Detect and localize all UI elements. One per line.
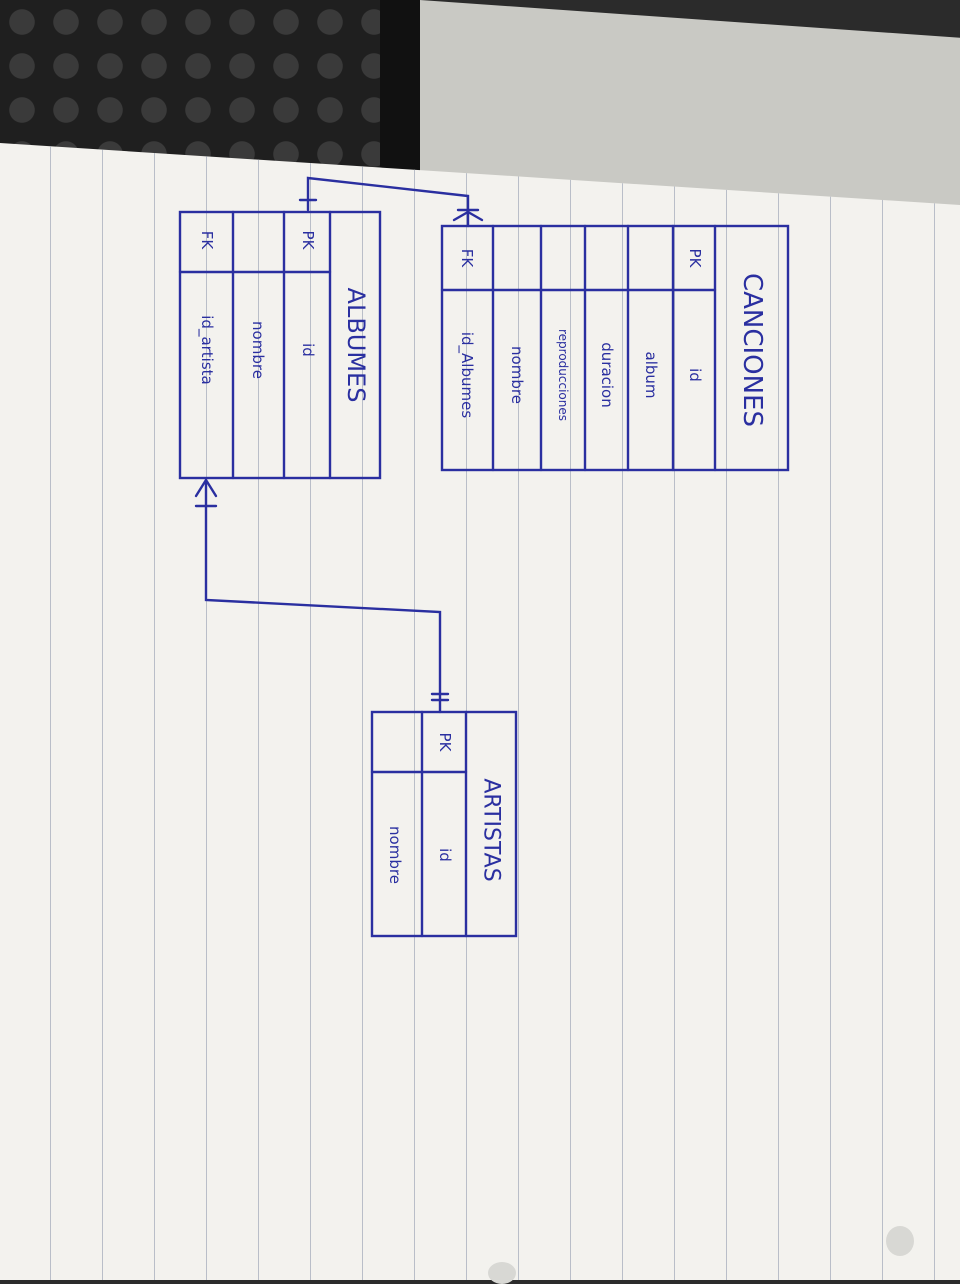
- key-label: FK: [458, 249, 476, 269]
- relationship-albumes-artistas: [194, 477, 450, 714]
- table-canciones: [440, 224, 790, 472]
- field-label: id: [299, 343, 317, 357]
- field-label: nombre: [508, 346, 526, 404]
- table-title: ARTISTAS: [479, 778, 504, 881]
- punch-hole: [488, 1262, 516, 1284]
- key-label: FK: [198, 231, 216, 251]
- field-label: nombre: [249, 321, 267, 379]
- desk-mat: [0, 0, 420, 170]
- field-label: album: [642, 352, 660, 399]
- key-label: PK: [436, 733, 454, 753]
- field-label: id: [436, 848, 454, 862]
- field-label: id: [686, 368, 704, 382]
- binder-edge: [380, 0, 420, 170]
- field-label: id_Albumes: [457, 332, 476, 418]
- table-artistas: [370, 710, 518, 938]
- key-label: PK: [686, 249, 704, 269]
- table-albumes: [178, 210, 382, 480]
- field-label: reproducciones: [556, 329, 570, 421]
- relationship-canciones-albumes: [298, 176, 484, 228]
- table-title: CANCIONES: [737, 273, 767, 427]
- punch-hole: [886, 1226, 914, 1256]
- field-label: nombre: [386, 826, 404, 884]
- field-label: id_artista: [197, 315, 216, 385]
- key-label: PK: [299, 231, 317, 251]
- diagram-labels: CANCIONES PK id album duracion reproducciones…: [197, 231, 767, 884]
- table-title: ALBUMES: [342, 288, 370, 403]
- field-label: duracion: [598, 342, 616, 408]
